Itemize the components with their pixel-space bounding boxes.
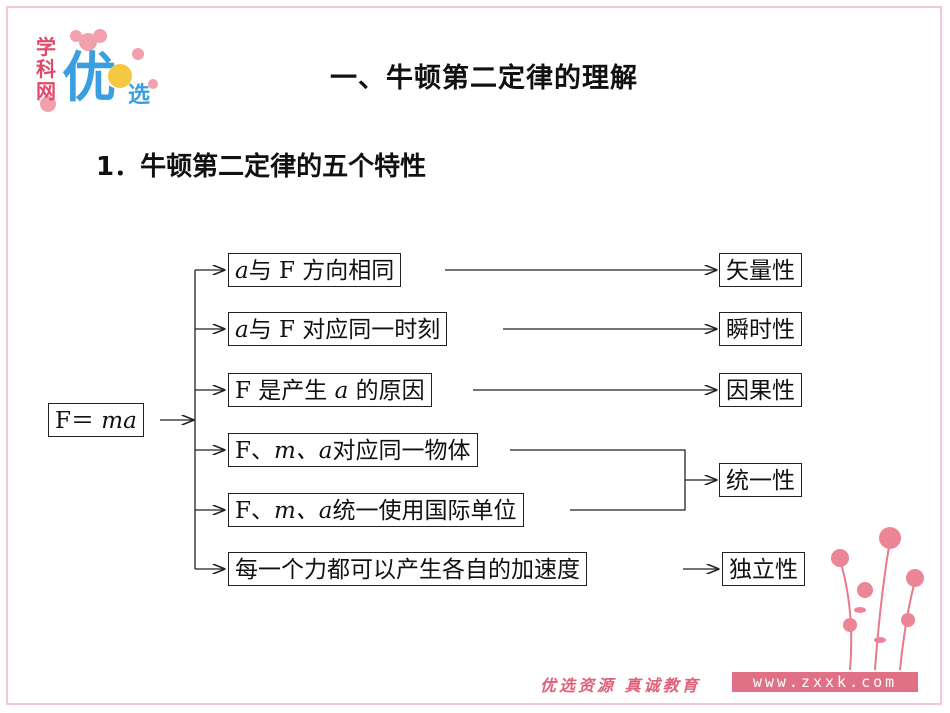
feature-4-var: m、a [273, 438, 333, 464]
section-heading: 1．牛顿第二定律的五个特性 [96, 152, 427, 182]
feature-5-text: 统一使用国际单位 [332, 498, 517, 524]
zxxk-logo: 学 科 网 优 选 [36, 29, 158, 112]
slide-frame [6, 6, 942, 705]
footer-url[interactable]: www.zxxk.com [732, 672, 918, 692]
formula-box: F＝ ma [48, 403, 144, 437]
feature-1-var: a [235, 258, 249, 284]
feature-5-var: m、a [273, 498, 333, 524]
property-box-vector: 矢量性 [719, 253, 802, 287]
flower-decoration [831, 527, 924, 670]
footer-slogan: 优选资源 真诚教育 [540, 676, 701, 695]
feature-3-pre: F 是产生 [235, 378, 335, 404]
property-box-instant: 瞬时性 [719, 312, 802, 346]
property-box-causal: 因果性 [719, 373, 802, 407]
feature-box-2: a与 F 对应同一时刻 [228, 312, 448, 346]
logo-char-1: 学 [36, 35, 56, 59]
logo-char-3: 网 [36, 79, 56, 103]
feature-3-text: 的原因 [348, 378, 425, 404]
feature-1-text: 与 F 方向相同 [248, 258, 395, 284]
feature-box-4: F、m、a对应同一物体 [228, 433, 478, 467]
formula-var: ma [101, 408, 137, 434]
property-box-unity: 统一性 [719, 463, 802, 497]
feature-2-var: a [235, 317, 249, 343]
feature-4-text: 对应同一物体 [332, 438, 471, 464]
feature-5-pre: F、 [235, 498, 274, 524]
feature-2-text: 与 F 对应同一时刻 [248, 317, 441, 343]
property-box-independent: 独立性 [722, 552, 805, 586]
feature-box-1: a与 F 方向相同 [228, 253, 402, 287]
feature-3-var: a [334, 378, 349, 404]
feature-box-5: F、m、a统一使用国际单位 [228, 493, 524, 527]
page-title: 一、牛顿第二定律的理解 [330, 63, 638, 94]
formula-pre: F＝ [55, 408, 102, 434]
feature-box-6: 每一个力都可以产生各自的加速度 [228, 552, 587, 586]
feature-4-pre: F、 [235, 438, 274, 464]
feature-box-3: F 是产生 a 的原因 [228, 373, 432, 407]
merge-bracket [510, 449, 686, 511]
logo-brand-2: 选 [128, 83, 150, 108]
logo-brand: 优 [62, 46, 116, 109]
logo-char-2: 科 [36, 57, 56, 81]
feature-6-text: 每一个力都可以产生各自的加速度 [235, 557, 580, 583]
